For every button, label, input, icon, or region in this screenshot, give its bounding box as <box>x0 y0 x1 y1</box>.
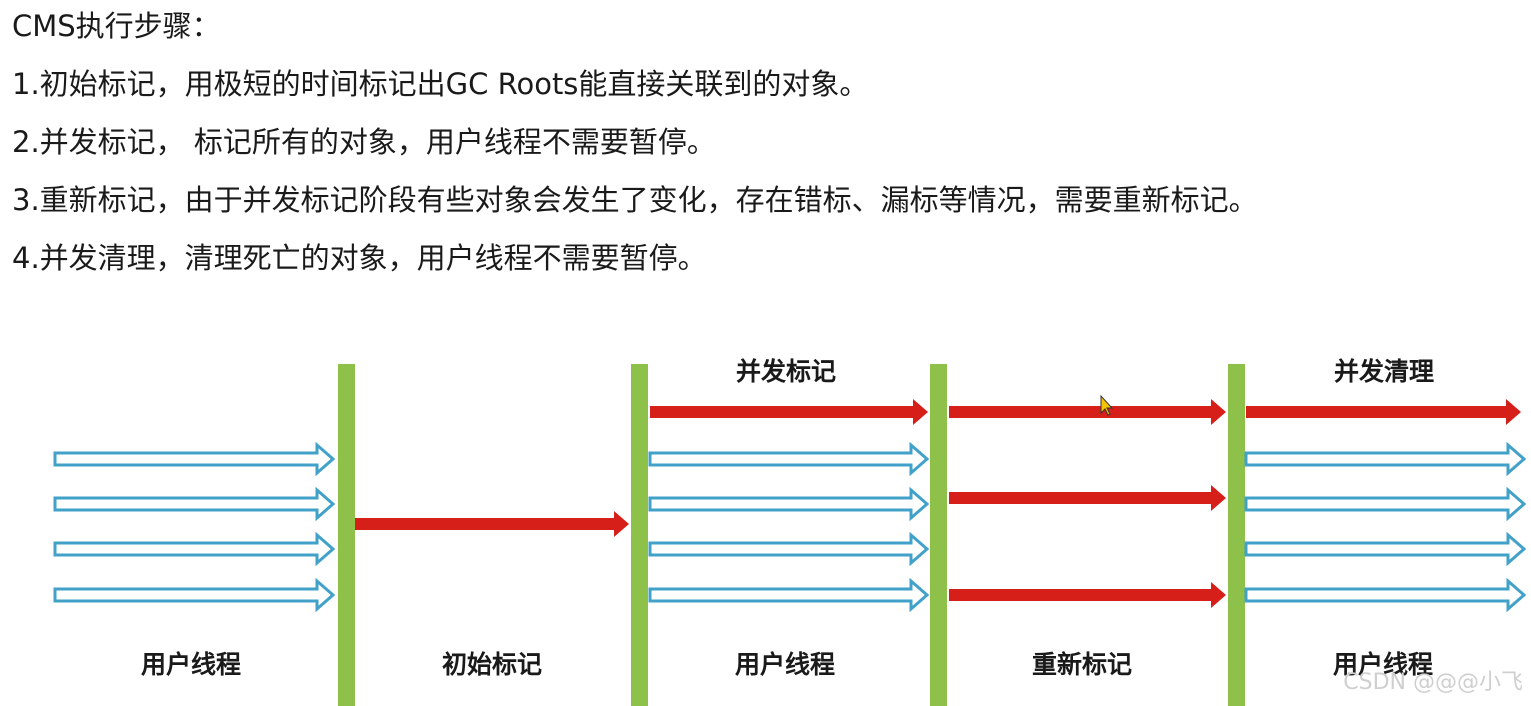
gc-thread-arrow <box>1246 399 1521 425</box>
phase-divider-1 <box>338 364 355 706</box>
section-title: CMS执行步骤： <box>12 9 221 43</box>
user-thread-arrow <box>1244 531 1527 567</box>
phase-divider-4 <box>1228 364 1245 706</box>
user-thread-arrow <box>648 531 930 567</box>
label-concurrent-mark: 并发标记 <box>736 357 836 386</box>
cursor-icon <box>1100 394 1114 416</box>
phase-divider-2 <box>631 364 648 706</box>
user-thread-arrow <box>53 577 336 613</box>
label-user-thread-2: 用户线程 <box>735 650 835 679</box>
gc-thread-arrow <box>949 485 1226 511</box>
step-4-text: 4.并发清理，清理死亡的对象，用户线程不需要暂停。 <box>12 241 707 275</box>
gc-thread-arrow <box>355 511 629 537</box>
step-3-text: 3.重新标记，由于并发标记阶段有些对象会发生了变化，存在错标、漏标等情况，需要重… <box>12 183 1258 217</box>
gc-thread-arrow <box>949 582 1226 608</box>
user-thread-arrow <box>53 486 336 522</box>
user-thread-arrow <box>1244 486 1527 522</box>
user-thread-arrow <box>648 486 930 522</box>
label-initial-mark: 初始标记 <box>442 650 542 679</box>
user-thread-arrow <box>1244 441 1527 477</box>
user-thread-arrow <box>53 531 336 567</box>
label-remark: 重新标记 <box>1032 650 1132 679</box>
step-2-text: 2.并发标记， 标记所有的对象，用户线程不需要暂停。 <box>12 125 716 159</box>
step-1-text: 1.初始标记，用极短的时间标记出GC Roots能直接关联到的对象。 <box>12 67 869 101</box>
user-thread-arrow <box>1244 577 1527 613</box>
user-thread-arrow <box>648 577 930 613</box>
label-user-thread-1: 用户线程 <box>141 650 241 679</box>
user-thread-arrow <box>53 441 336 477</box>
label-user-thread-3: 用户线程 <box>1333 650 1433 679</box>
gc-thread-arrow <box>650 399 928 425</box>
label-concurrent-sweep: 并发清理 <box>1334 357 1434 386</box>
watermark: CSDN @@@小飞 <box>1343 670 1523 695</box>
phase-divider-3 <box>930 364 947 706</box>
user-thread-arrow <box>648 441 930 477</box>
gc-thread-arrow <box>949 399 1226 425</box>
